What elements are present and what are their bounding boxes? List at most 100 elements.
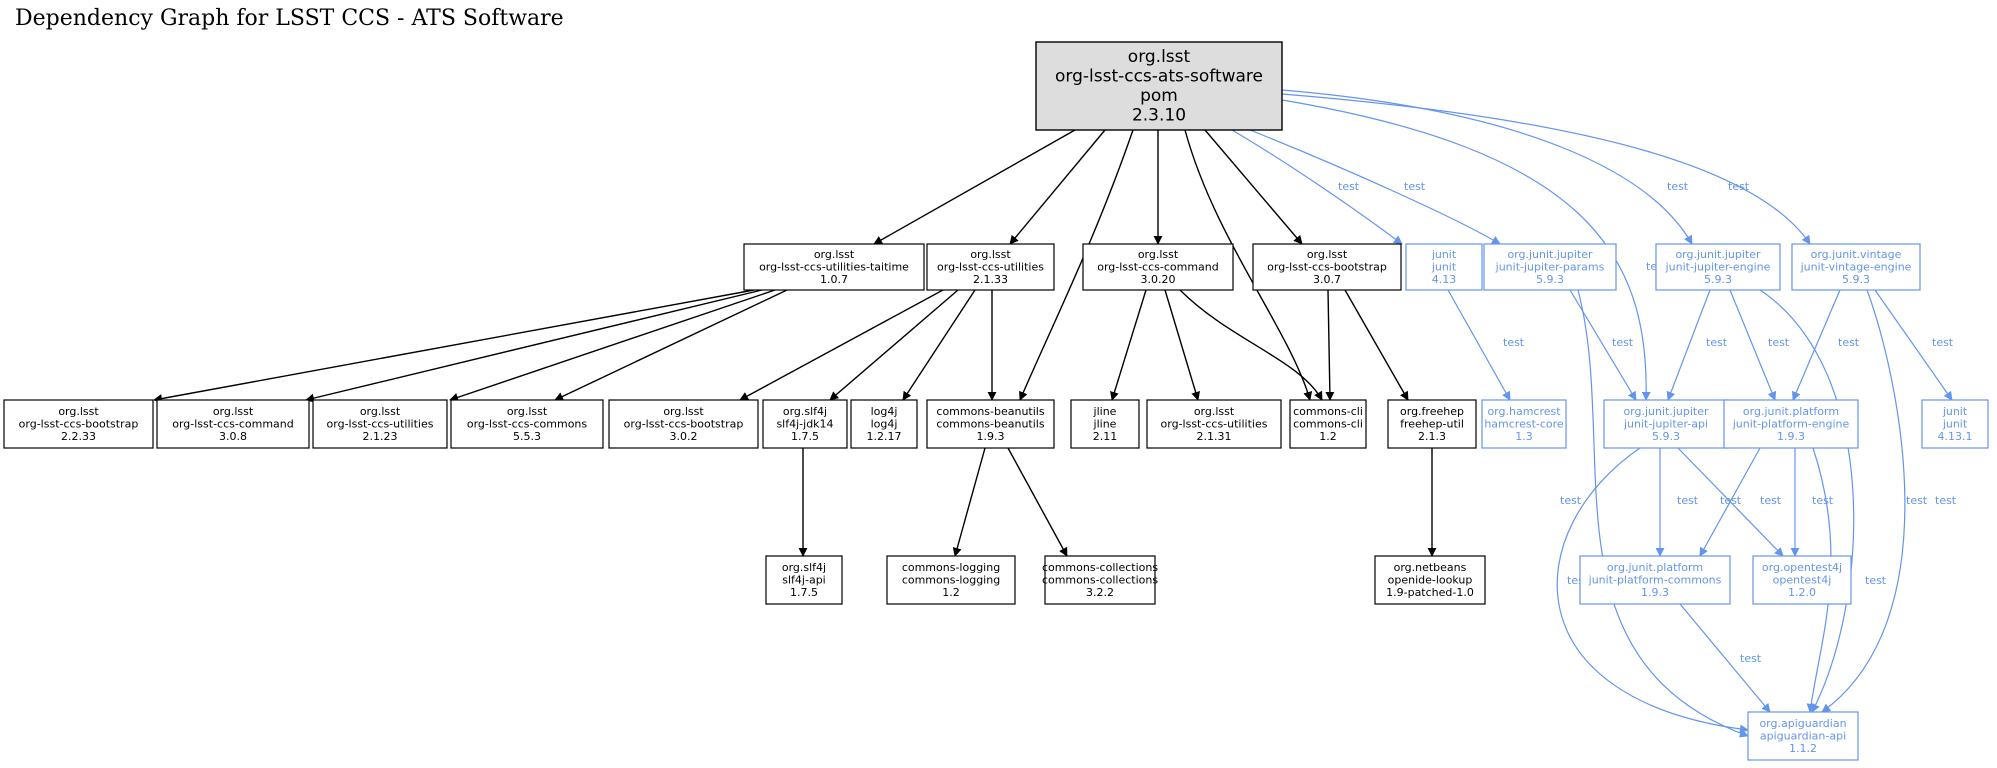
node-label-line: org.slf4j: [783, 405, 827, 418]
node-label-line: 1.7.5: [790, 586, 818, 599]
node-vintageengine[interactable]: org.junit.vintagejunit-vintage-engine5.9…: [1791, 243, 1921, 291]
node-label-line: org.junit.jupiter: [1623, 405, 1709, 418]
edge-taitime-to-command308: [305, 289, 763, 403]
node-platformengine[interactable]: org.junit.platformjunit-platform-engine1…: [1723, 399, 1859, 449]
edge-beanutils-to-commonslogging: [952, 447, 986, 557]
node-label-line: junit: [1431, 248, 1457, 261]
edge-vintageengine-to-platformengine: [1792, 289, 1841, 401]
node-label-line: org.freehep: [1400, 405, 1464, 418]
edge-platformcommons-to-apiguardian: [1679, 603, 1771, 713]
node-taitime[interactable]: org.lsstorg-lsst-ccs-utilities-taitime1.…: [743, 243, 925, 291]
edge-jupiterapi-to-apiguardian: [1556, 447, 1749, 734]
node-label-line: org.lsst: [1128, 47, 1191, 67]
edge-label: test: [1906, 494, 1928, 507]
node-label-line: 1.7.5: [791, 430, 819, 443]
node-label-line: jline: [1093, 418, 1117, 431]
node-root[interactable]: org.lsstorg-lsst-ccs-ats-softwarepom2.3.…: [1035, 41, 1283, 131]
edge-label: test: [1760, 494, 1782, 507]
edge-label: test: [1667, 180, 1689, 193]
edge-label: test: [1560, 494, 1582, 507]
node-label-line: org.opentest4j: [1762, 561, 1842, 574]
node-openide[interactable]: org.netbeansopenide-lookup1.9-patched-1.…: [1374, 555, 1486, 605]
node-label-line: org.junit.jupiter: [1507, 248, 1593, 261]
node-label-line: 5.9.3: [1536, 273, 1564, 286]
node-label-line: 5.5.3: [513, 430, 541, 443]
node-label-line: apiguardian-api: [1760, 730, 1846, 743]
node-jupiterengine[interactable]: org.junit.jupiterjunit-jupiter-engine5.9…: [1655, 243, 1781, 291]
edge-jupiterparams-to-jupiterapi: [1569, 289, 1637, 401]
edge-root-to-jupiterparams: [1249, 129, 1501, 245]
node-label-line: slf4j-jdk14: [776, 418, 833, 431]
node-box: [608, 399, 759, 449]
node-label-line: org.lsst: [814, 248, 855, 261]
edge-taitime-to-bootstrap2233: [153, 289, 755, 403]
node-label-line: 2.1.31: [1197, 430, 1232, 443]
edge-junit413-to-hamcrest: [1447, 289, 1511, 401]
node-label-line: org-lsst-ccs-commons: [467, 418, 588, 431]
edge-root-to-jupiterengine: [1281, 89, 1693, 245]
node-box: [1387, 399, 1477, 449]
node-label-line: hamcrest-core: [1484, 418, 1564, 431]
node-label-line: 2.2.33: [61, 430, 96, 443]
node-label-line: org.lsst: [1307, 248, 1348, 261]
node-jupiterparams[interactable]: org.junit.jupiterjunit-jupiter-params5.9…: [1483, 243, 1617, 291]
node-label-line: 1.0.7: [820, 273, 848, 286]
node-box: [1483, 243, 1617, 291]
node-box: [1747, 711, 1859, 761]
edge-platformengine-to-platformcommons: [1699, 447, 1761, 557]
edge-label: test: [1932, 336, 1954, 349]
node-box: [1374, 555, 1486, 605]
node-label-line: junit-platform-engine: [1732, 418, 1850, 431]
node-box: [1655, 243, 1781, 291]
node-label-line: 3.0.7: [1313, 273, 1341, 286]
node-label-line: junit: [1942, 418, 1968, 431]
node-label-line: junit: [1942, 405, 1968, 418]
edge-command3020-to-commonscli: [1179, 289, 1323, 401]
node-box: [1289, 399, 1367, 449]
node-label-line: junit-jupiter-params: [1495, 261, 1605, 274]
edge-label: test: [1768, 336, 1790, 349]
edge-root-to-beanutils: [1019, 129, 1134, 401]
node-label-line: org-lsst-ccs-bootstrap: [19, 418, 139, 431]
node-label-line: org.lsst: [663, 405, 704, 418]
node-label-line: org.junit.jupiter: [1675, 248, 1761, 261]
node-label-line: 2.1.33: [973, 273, 1008, 286]
edge-label: test: [1677, 494, 1699, 507]
node-label-line: 2.1.3: [1418, 430, 1446, 443]
node-label-line: org-lsst-ccs-utilities: [327, 418, 434, 431]
node-box: [1405, 243, 1483, 291]
node-box: [765, 555, 843, 605]
edge-label: test: [1838, 336, 1860, 349]
node-label-line: commons-logging: [902, 561, 1000, 574]
edge-label: test: [1865, 574, 1887, 587]
node-label-line: org.junit.platform: [1607, 561, 1703, 574]
node-collections[interactable]: commons-collectionscommons-collections3.…: [1042, 555, 1158, 605]
edge-label: test: [1706, 336, 1728, 349]
node-platformcommons[interactable]: org.junit.platformjunit-platform-commons…: [1579, 555, 1731, 605]
node-label-line: 1.2.0: [1788, 586, 1816, 599]
node-box: [1044, 555, 1156, 605]
